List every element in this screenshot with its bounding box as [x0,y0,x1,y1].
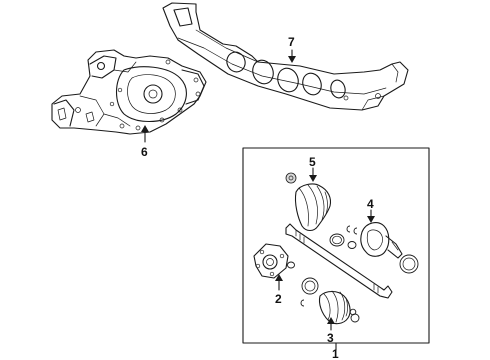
half-shaft-part [285,223,393,299]
callout-2: 2 [275,292,282,306]
leader-lines [141,49,375,351]
callout-7: 7 [288,35,295,49]
crossmember-part [162,2,409,111]
assembly-frame [242,147,430,344]
callout-1: 1 [332,347,339,360]
callout-5: 5 [309,155,316,169]
inner-boot-kit-part [318,290,360,325]
differential-housing-part [51,49,207,135]
inner-joint-part [353,222,419,274]
flange-part [253,243,319,307]
callout-6: 6 [141,145,148,159]
callout-4: 4 [367,197,374,211]
outer-boot-kit-part [285,172,357,249]
callout-3: 3 [327,331,334,345]
